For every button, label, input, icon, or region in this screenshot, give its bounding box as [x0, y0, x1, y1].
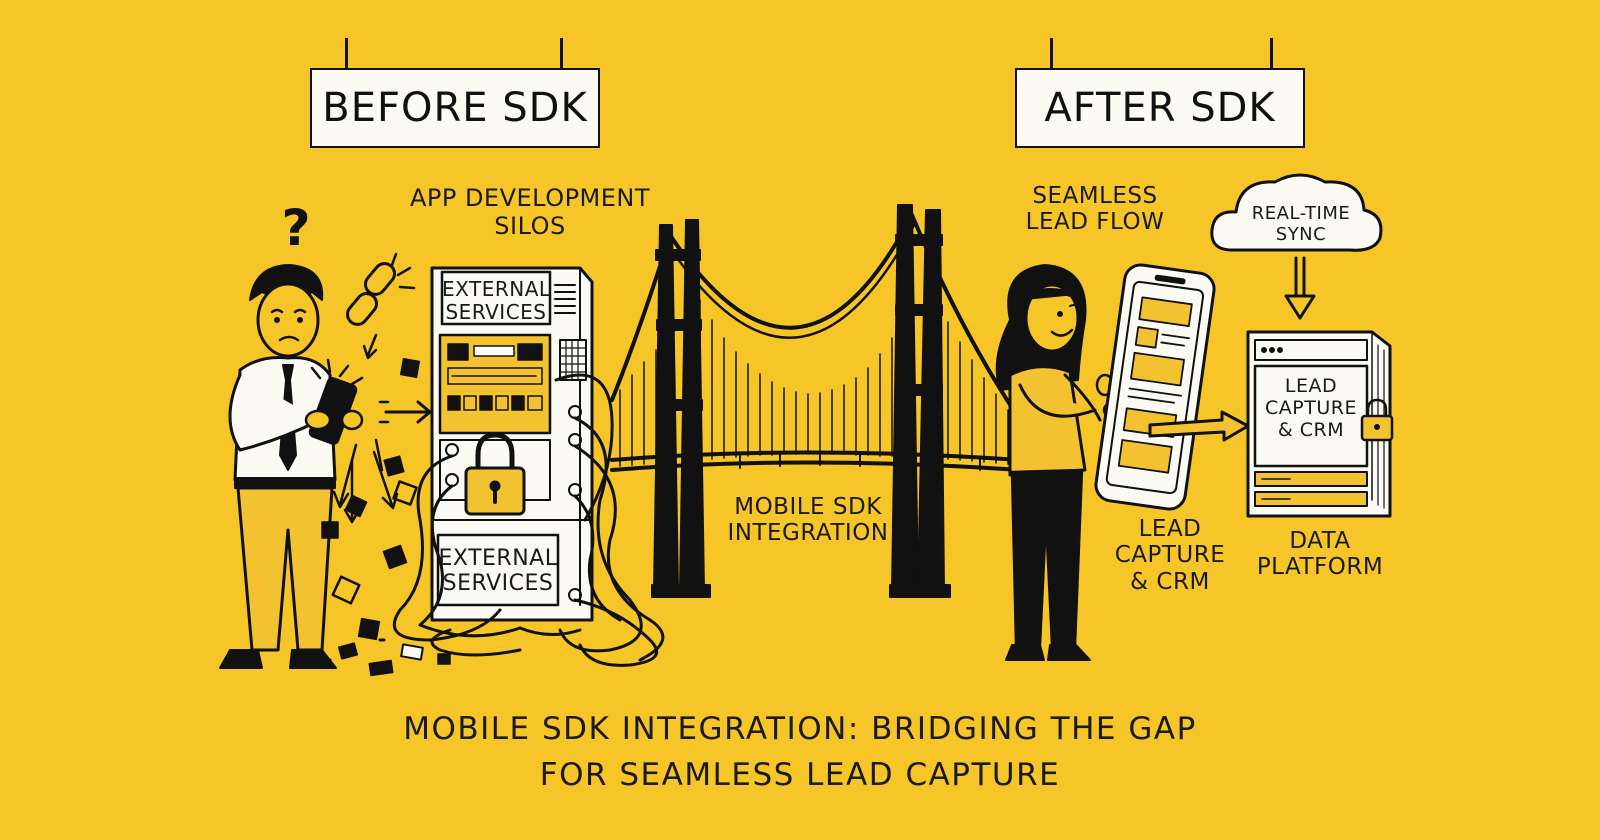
- caption-line-2: FOR SEAMLESS LEAD CAPTURE: [539, 757, 1061, 793]
- cloud-icon: [1210, 173, 1383, 252]
- question-mark: ?: [281, 199, 310, 257]
- arrow-icon: [1148, 410, 1250, 442]
- real-time-sync-label: REAL-TIME SYNC: [1251, 203, 1351, 245]
- sign-hanger: [560, 38, 563, 68]
- lead-capture-crm-label: LEAD CAPTURE & CRM: [1114, 516, 1226, 595]
- smartphone-icon: [1094, 263, 1216, 511]
- happy-user: [995, 264, 1134, 661]
- sign-hanger: [1050, 38, 1053, 68]
- caption-line-1: MOBILE SDK INTEGRATION: BRIDGING THE GAP: [403, 711, 1197, 747]
- sign-hanger: [345, 38, 348, 68]
- server-icon: [430, 266, 594, 622]
- app-development-silos-label: APP DEVELOPMENT SILOS: [409, 184, 651, 240]
- sign-hanger: [1270, 38, 1273, 68]
- server-icon: [1246, 330, 1392, 518]
- padlock-icon: [1360, 398, 1394, 442]
- arrow-icon: [378, 400, 432, 424]
- bridge-icon: [610, 204, 1022, 598]
- before-sdk-sign: BEFORE SDK: [310, 68, 600, 148]
- after-sdk-sign: AFTER SDK: [1015, 68, 1305, 148]
- broken-chain-icon: [346, 252, 416, 326]
- falling-data-fragments: [314, 333, 451, 677]
- tangled-cables: [392, 373, 665, 667]
- padlock-icon: [464, 432, 526, 516]
- seamless-lead-flow-label: SEAMLESS LEAD FLOW: [1025, 183, 1165, 236]
- external-services-bottom-label: EXTERNAL SERVICES: [438, 546, 558, 597]
- mobile-sdk-integration-label: MOBILE SDK INTEGRATION: [727, 494, 889, 547]
- confused-developer: [219, 264, 364, 669]
- lead-capture-crm-box-label: LEAD CAPTURE & CRM: [1265, 375, 1357, 441]
- external-services-top-label: EXTERNAL SERVICES: [442, 277, 551, 324]
- arrow-icon: [1284, 256, 1316, 320]
- data-platform-label: DATA PLATFORM: [1256, 528, 1384, 581]
